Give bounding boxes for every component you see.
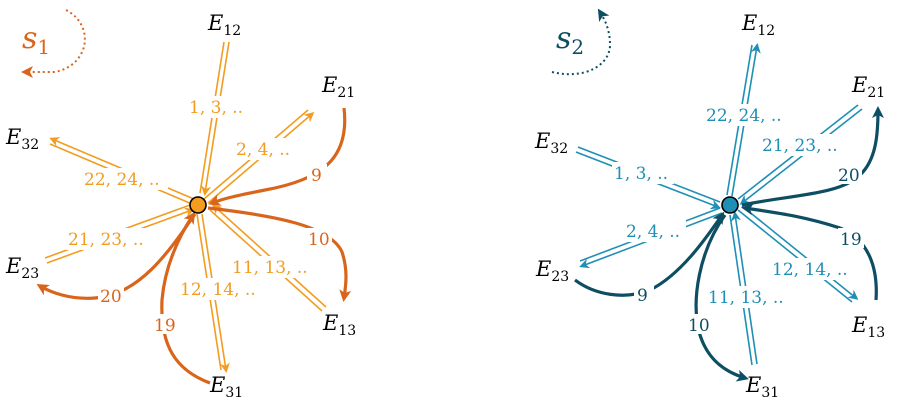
label-e12-in: 1, 3, .. <box>189 98 243 118</box>
node-e23: E23 <box>535 257 569 285</box>
node-e32: E32 <box>5 125 39 153</box>
node-e12: E12 <box>207 11 241 39</box>
label-e12-out: 22, 24, .. <box>706 106 782 126</box>
label-curve-e21: 20 <box>838 166 860 186</box>
node-e31: E31 <box>745 373 779 401</box>
label-e23-out: 2, 4, .. <box>626 222 680 242</box>
label-curve-e13: 19 <box>840 230 862 250</box>
left-edge-labels: 1, 3, .. 2, 4, .. 22, 24, .. 21, 23, .. … <box>66 96 332 336</box>
right-diagram: s2 <box>534 8 885 401</box>
left-node-names: E12 E21 E32 E23 E13 E31 <box>5 11 356 401</box>
label-curve-e21: 9 <box>311 166 322 186</box>
node-e23: E23 <box>5 254 39 282</box>
node-e12: E12 <box>741 11 775 39</box>
left-diagram: s1 <box>5 9 356 401</box>
label-e23-in: 21, 23, .. <box>68 230 144 250</box>
curve-e31-in <box>160 211 211 385</box>
right-center-node <box>721 196 739 214</box>
label-e31-out: 12, 14, .. <box>180 280 256 300</box>
node-e21: E21 <box>851 73 885 101</box>
left-cycle-arrow <box>21 9 86 78</box>
edge-e13-out-a <box>737 209 853 303</box>
label-e21-out: 2, 4, .. <box>236 140 290 160</box>
label-curve-e31: 10 <box>688 316 710 336</box>
label-e13-in: 11, 13, .. <box>232 258 308 278</box>
left-curved-edges <box>36 107 352 385</box>
label-e31-in: 11, 13, .. <box>708 288 784 308</box>
edge-e13-out-b <box>741 205 859 300</box>
curve-e21-in <box>208 107 347 206</box>
right-double-edges <box>575 43 863 366</box>
left-state-label: s1 <box>22 21 50 59</box>
label-e21-in: 21, 23, .. <box>762 136 838 156</box>
right-edge-labels: 22, 24, .. 21, 23, .. 1, 3, .. 2, 4, .. … <box>612 104 864 336</box>
label-curve-e23: 9 <box>637 286 648 306</box>
node-e32: E32 <box>534 129 568 157</box>
label-e32-out: 22, 24, .. <box>84 170 160 190</box>
label-curve-e13: 10 <box>308 230 330 250</box>
label-curve-e31: 19 <box>154 316 176 336</box>
node-e13: E13 <box>322 311 356 339</box>
right-state-label: s2 <box>556 21 584 59</box>
node-e21: E21 <box>321 73 355 101</box>
left-center-node <box>189 196 207 214</box>
curve-e13-out <box>207 206 352 302</box>
right-node-names: E12 E21 E32 E23 E13 E31 <box>534 11 885 401</box>
label-e32-in: 1, 3, .. <box>614 164 668 184</box>
label-e13-out: 12, 14, .. <box>772 260 848 280</box>
node-e13: E13 <box>851 313 885 341</box>
node-e31: E31 <box>209 373 243 401</box>
left-double-edges <box>44 41 327 373</box>
label-curve-e23: 20 <box>100 287 122 307</box>
